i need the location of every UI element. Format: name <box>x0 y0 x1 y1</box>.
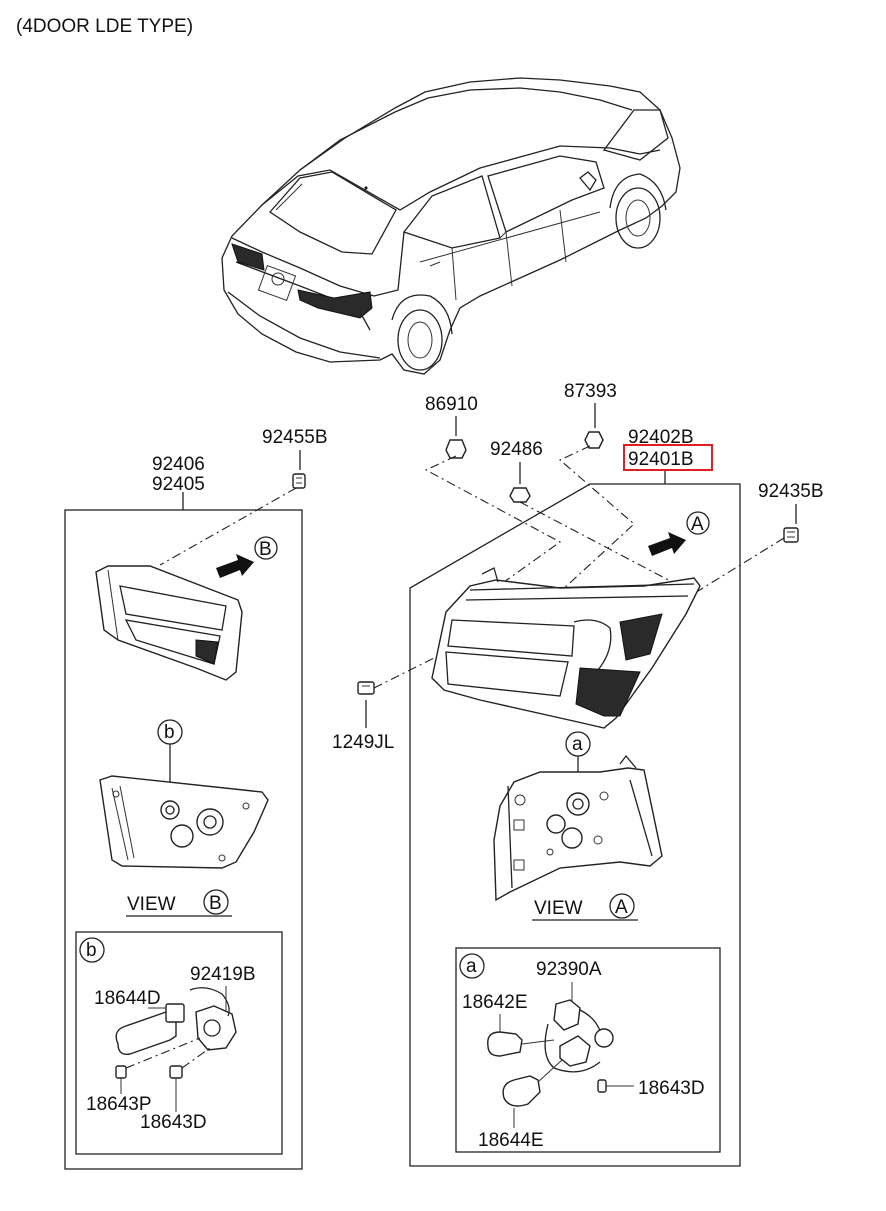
view-b-word: VIEW <box>127 894 176 915</box>
label-18642E: 18642E <box>462 992 528 1013</box>
label-18644D: 18644D <box>94 988 161 1009</box>
screw-92455B <box>292 473 306 489</box>
label-92406: 92406 <box>152 454 205 475</box>
label-87393: 87393 <box>564 381 617 402</box>
detail-b-letter: b <box>164 722 175 743</box>
label-1249JL: 1249JL <box>332 732 394 753</box>
view-a-letter: A <box>615 897 628 918</box>
highlight-92401B <box>623 444 713 471</box>
label-92486: 92486 <box>490 439 543 460</box>
screw-92435B <box>783 527 799 543</box>
inner-lamp-group: 92406 92405 92455B B b <box>64 427 328 1170</box>
view-a-backside <box>493 754 663 902</box>
outer-lamp-92401B <box>431 567 701 729</box>
label-18643D-left: 18643D <box>140 1112 207 1133</box>
inset-a <box>455 947 721 1153</box>
screw-1249JL <box>357 681 375 695</box>
view-arrow-a: A <box>648 511 710 556</box>
label-86910: 86910 <box>425 394 478 415</box>
nut-87393 <box>584 431 604 449</box>
view-b-letter: B <box>209 893 222 914</box>
inset-a-parts <box>487 982 634 1128</box>
view-a-word: VIEW <box>534 898 583 919</box>
inset-b-parts <box>115 986 237 1112</box>
inset-b <box>75 931 283 1155</box>
outer-lamp-group: 92402B 92401B 86910 87393 92486 92435B 1… <box>332 381 824 1167</box>
view-arrow-b: B <box>216 536 278 578</box>
diagram-title: (4DOOR LDE TYPE) <box>16 16 193 37</box>
arrow-a-letter: A <box>691 514 704 535</box>
car-illustration <box>221 77 681 375</box>
detail-a-letter: a <box>572 734 583 755</box>
nut-92486 <box>509 487 531 503</box>
inset-a-letter: a <box>466 956 477 977</box>
label-92402B: 92402B <box>628 427 694 448</box>
outer-lamp-frame <box>409 483 741 1167</box>
label-92455B: 92455B <box>262 427 328 448</box>
view-b-backside <box>99 775 269 869</box>
arrow-b-letter: B <box>259 539 272 560</box>
label-92390A: 92390A <box>536 959 602 980</box>
label-92401B: 92401B <box>628 449 694 470</box>
nut-86910 <box>445 439 467 459</box>
label-18643D-right: 18643D <box>638 1078 705 1099</box>
label-92435B: 92435B <box>758 481 824 502</box>
inset-b-letter: b <box>86 940 97 961</box>
label-92419B: 92419B <box>190 964 256 985</box>
label-18644E: 18644E <box>478 1130 544 1151</box>
label-18643P: 18643P <box>86 1094 152 1115</box>
label-92405: 92405 <box>152 474 205 495</box>
inner-lamp-92405 <box>95 565 243 681</box>
